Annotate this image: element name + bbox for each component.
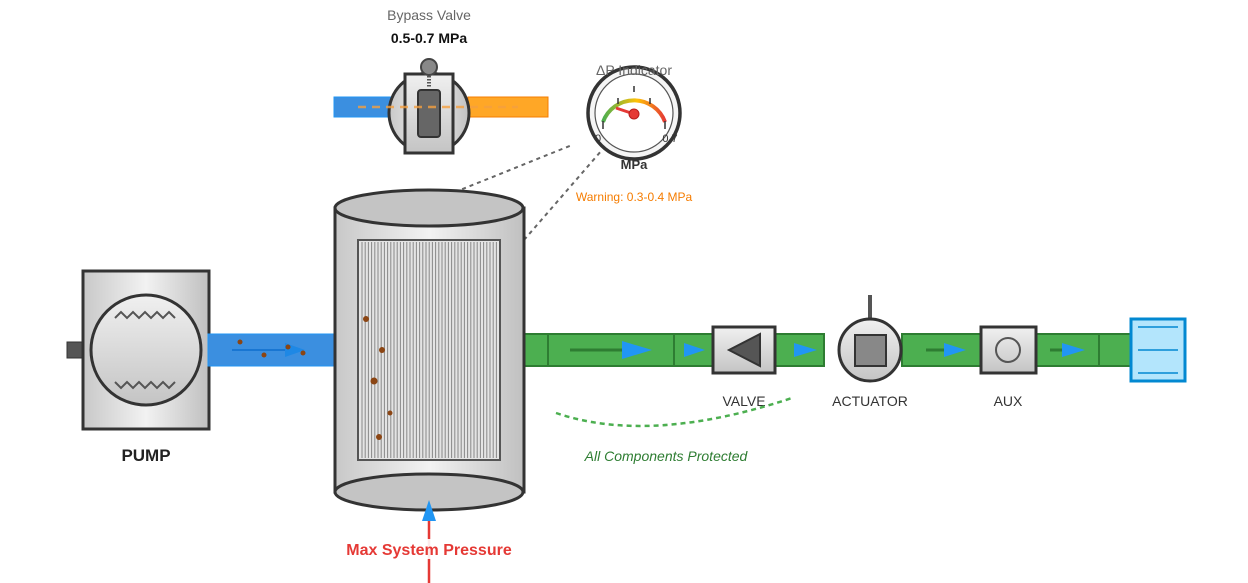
aux-label: AUX [994, 393, 1023, 409]
aux: AUX [979, 325, 1038, 409]
actuator-label: ACTUATOR [832, 393, 908, 409]
bypass-valve: Bypass Valve 0.5-0.7 MPa [333, 7, 549, 155]
valve: VALVE [711, 325, 777, 409]
gauge-unit: MPa [621, 157, 649, 172]
actuator: ACTUATOR [832, 295, 908, 409]
dp-indicator-title: ΔP Indicator [596, 62, 672, 78]
pressure-arrow-icon [422, 500, 436, 521]
inlet-pipe [207, 333, 359, 367]
filter-housing [333, 188, 526, 512]
protection-note: All Components Protected [584, 448, 749, 464]
gauge-scale-arc [601, 98, 667, 123]
valve-label: VALVE [722, 393, 765, 409]
pump-label: PUMP [121, 446, 170, 465]
dp-warning-text: Warning: 0.3-0.4 MPa [576, 190, 693, 204]
dp-indicator-gauge: ΔP Indicator 0 0.7 MPa Warning: 0.3-0.4 … [576, 62, 693, 204]
check-valve-icon [726, 332, 761, 368]
valve-knob [420, 58, 438, 76]
gauge-max-label: 0.7 [662, 133, 677, 145]
max-pressure-label: Max System Pressure [346, 542, 512, 559]
bypass-outlet-pipe [467, 96, 549, 118]
gauge-leader-line [523, 149, 603, 241]
bypass-valve-title: Bypass Valve [387, 7, 471, 23]
bypass-valve-range: 0.5-0.7 MPa [391, 30, 467, 46]
reservoir-tank [1129, 317, 1187, 383]
gauge-min-label: 0 [595, 133, 601, 145]
pump: PUMP [66, 269, 211, 465]
